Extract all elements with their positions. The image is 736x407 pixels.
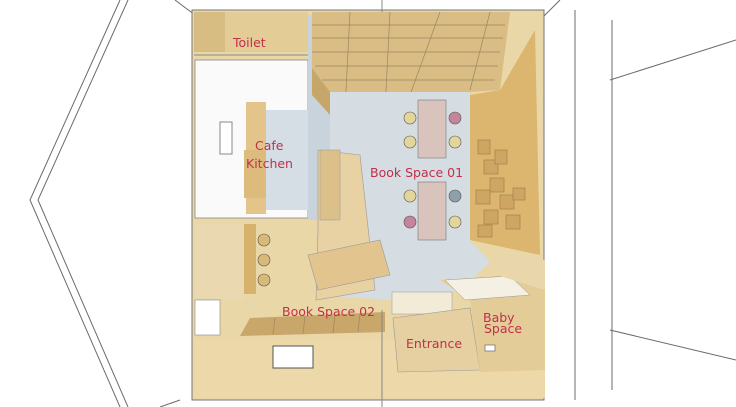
label-entrance: Entrance <box>406 336 462 351</box>
baby-space-area <box>440 250 545 372</box>
label-book-space-02: Book Space 02 <box>282 304 375 319</box>
label-book-space-01: Book Space 01 <box>370 165 463 180</box>
label-kitchen: Kitchen <box>246 156 293 171</box>
book-space-02-area <box>194 224 385 336</box>
label-toilet: Toilet <box>232 35 266 50</box>
reading-tables <box>403 99 462 241</box>
floor-hatch <box>272 345 314 369</box>
label-cafe: Cafe <box>255 138 284 153</box>
wall-book-boxes <box>475 139 526 238</box>
label-baby: Baby <box>483 310 515 325</box>
label-space: Space <box>484 321 522 336</box>
perspective-outline <box>29 0 736 407</box>
center-counters <box>307 149 391 301</box>
ceiling-shelf-grid <box>312 11 510 115</box>
toilet-room <box>194 12 308 56</box>
